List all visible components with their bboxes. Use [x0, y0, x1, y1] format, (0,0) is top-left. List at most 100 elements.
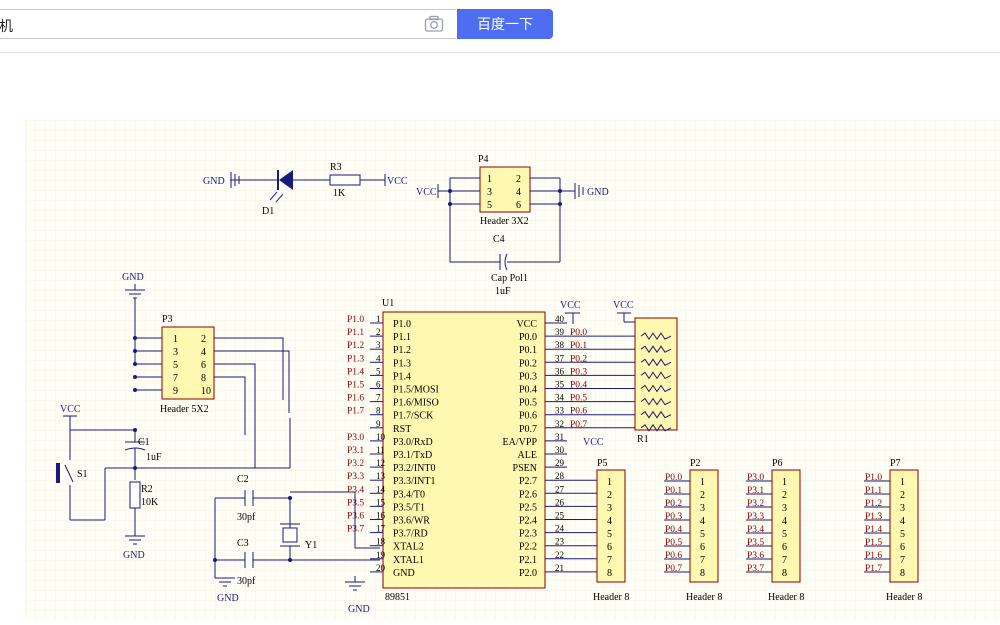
- header8-pin-num: 4: [607, 516, 612, 527]
- u1-left-net: P1.4: [347, 367, 364, 377]
- u1-right-pin-num: 24: [555, 524, 565, 534]
- u1-left-pin-num: 12: [376, 458, 385, 468]
- u1-right-net: P0.2: [570, 354, 587, 364]
- header8-net: P0.3: [665, 512, 682, 522]
- header8-pin-num: 6: [700, 542, 705, 553]
- u1-left-pin-label: XTAL2: [393, 542, 424, 553]
- c3-ref: C3: [237, 538, 249, 549]
- header8-net: P3.5: [747, 538, 764, 548]
- header8-pin-num: 6: [607, 542, 612, 553]
- header8-pin-num: 3: [782, 503, 787, 514]
- header8-pin-num: 5: [900, 529, 905, 540]
- u1-left-pin-label: P3.5/T1: [393, 502, 425, 513]
- junction-dot: [133, 388, 137, 392]
- header8-body: [889, 469, 919, 583]
- header8-pin-num: 1: [700, 477, 705, 488]
- header8-pin-num: 3: [607, 503, 612, 514]
- u1-left-pin-label: P3.3/INT1: [393, 476, 436, 487]
- u1-left-pin-label: P3.7/RD: [393, 529, 428, 540]
- u1-left-net: P1.5: [347, 381, 364, 391]
- u1-right-pin-num: 29: [555, 458, 565, 468]
- u1-right-pin-num: 22: [555, 550, 564, 560]
- r2-gnd: GND: [123, 550, 145, 561]
- header8-pin-num: 4: [782, 516, 787, 527]
- header8-net: P0.6: [665, 551, 682, 561]
- p3-pin-left: 5: [173, 360, 178, 371]
- r1-resistor: [640, 358, 672, 367]
- u1-right-pin-label: P2.0: [519, 568, 537, 579]
- header8-net: P0.7: [665, 564, 682, 574]
- search-input[interactable]: 机: [0, 9, 456, 39]
- search-button[interactable]: 百度一下: [457, 9, 553, 39]
- u1-right-pin-num: 40: [555, 314, 565, 324]
- u1-left-pin-label: P1.2: [393, 345, 411, 356]
- gnd-label: GND: [203, 176, 225, 187]
- header8-name: Header 8: [886, 592, 922, 603]
- u1-left-net: P1.2: [347, 341, 364, 351]
- u1-right-pin-label: P0.5: [519, 398, 537, 409]
- r2-ref: R2: [141, 484, 153, 495]
- u1-left-pin-num: 11: [376, 445, 385, 455]
- u1-left-pin-label: P1.6/MISO: [393, 398, 439, 409]
- header8-net: P3.6: [747, 551, 764, 561]
- u1-left-pin-num: 7: [376, 393, 381, 403]
- search-bar: 机 百度一下: [0, 0, 1000, 53]
- u1-left-pin-num: 2: [376, 327, 381, 337]
- junction-dot: [133, 336, 137, 340]
- u1-left-net: P3.4: [347, 485, 364, 495]
- u1-gnd: GND: [348, 604, 370, 615]
- header8-net: P3.0: [747, 473, 764, 483]
- u1-left-pin-num: 5: [376, 366, 381, 376]
- u1-right-pin-label: P2.6: [519, 489, 537, 500]
- u1-right-pin-label: P0.0: [519, 332, 537, 343]
- header8-pin-num: 7: [607, 555, 612, 566]
- r1-resistor: [640, 345, 672, 354]
- u1-right-pin-num: 30: [555, 445, 565, 455]
- header8-net: P3.2: [747, 499, 764, 509]
- header8-pin-num: 2: [607, 490, 612, 501]
- r1-ref: R1: [637, 434, 649, 445]
- header8-net: P1.5: [865, 538, 882, 548]
- u1-left-pin-label: P3.1/TxD: [393, 450, 432, 461]
- u1-right-pin-label: PSEN: [513, 463, 537, 474]
- u1-left-net: P1.6: [347, 394, 364, 404]
- u1-left-net: P1.7: [347, 407, 364, 417]
- u1-right-pin-label: P0.4: [519, 385, 537, 396]
- p4-pin-5: 5: [487, 200, 492, 211]
- p3-net-wire: [214, 363, 256, 468]
- u1-left-pin-label: GND: [393, 568, 415, 579]
- header8-net: P0.2: [665, 499, 682, 509]
- p3-pin-right: 8: [201, 373, 206, 384]
- header8-net: P3.1: [747, 486, 764, 496]
- u1-left-pin-label: P3.4/T0: [393, 489, 425, 500]
- p4-ref: P4: [478, 154, 489, 165]
- p3-net-wire: [214, 376, 246, 435]
- header8-pin-num: 3: [900, 503, 905, 514]
- header8-ref: P6: [772, 458, 783, 469]
- u1-left-pin-num: 9: [376, 419, 381, 429]
- u1-left-pin-num: 10: [376, 432, 386, 442]
- c4-value: 1uF: [495, 286, 511, 297]
- u1-left-pin-num: 4: [376, 353, 381, 363]
- u1-left-pin-label: P1.0: [393, 319, 411, 330]
- c2-ref: C2: [237, 474, 249, 485]
- u1-left-pin-label: P1.3: [393, 358, 411, 369]
- u1-right-pin-num: 37: [555, 353, 565, 363]
- u1-left-pin-num: 6: [376, 380, 381, 390]
- header8-pin-num: 2: [700, 490, 705, 501]
- header8-net: P3.3: [747, 512, 764, 522]
- u1-right-pin-label: P2.2: [519, 542, 537, 553]
- header8-net: P0.0: [665, 473, 682, 483]
- r3-label: R3: [330, 162, 342, 173]
- u1-right-pin-num: 35: [555, 380, 565, 390]
- u1-left-net: P3.5: [347, 498, 364, 508]
- header8-pin-num: 3: [700, 503, 705, 514]
- p3-net-wire: [214, 350, 290, 413]
- header8-body: [596, 469, 626, 583]
- p3-pin-left: 7: [173, 373, 178, 384]
- header8-body: [771, 469, 801, 583]
- r2-value: 10K: [141, 497, 159, 508]
- u1-right-net: P0.6: [570, 407, 587, 417]
- camera-icon[interactable]: [424, 15, 444, 33]
- header8-body: [689, 469, 719, 583]
